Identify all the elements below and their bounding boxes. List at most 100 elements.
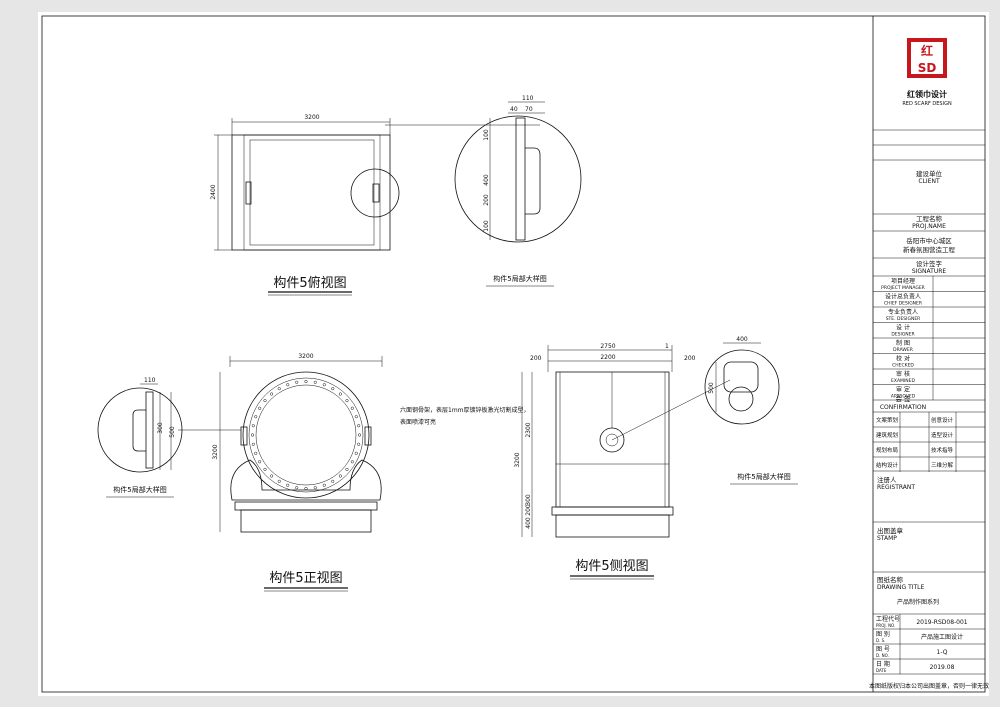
confirm-cell: 创意设计 bbox=[931, 416, 954, 424]
top-detail-dim-1: 40 bbox=[510, 106, 518, 113]
top-view-title: 构件5俯视图 bbox=[273, 275, 346, 291]
client-label-en: CLIENT bbox=[918, 178, 940, 185]
side-dim-left-0: 2300 bbox=[525, 422, 532, 437]
bolt-hole bbox=[277, 479, 281, 483]
confirm-cell: 造型设计 bbox=[931, 431, 954, 439]
info-row-label-en: DATE bbox=[876, 668, 887, 673]
role-label-cn: 审 核 bbox=[896, 370, 910, 378]
info-row-value: 2019.08 bbox=[930, 664, 955, 671]
bolt-hole bbox=[313, 380, 317, 384]
registrant-label-cn: 注册人 bbox=[877, 475, 897, 484]
bolt-hole bbox=[304, 486, 308, 491]
side-dim-top-3: 2200 bbox=[600, 354, 615, 361]
info-row-label-en: PROJ. NO. bbox=[876, 623, 895, 628]
side-dim-top-4: 1 bbox=[665, 343, 669, 350]
front-detail-dim-1: 300 bbox=[157, 422, 164, 434]
bolt-hole bbox=[322, 383, 326, 387]
registrant-label-en: REGISTRANT bbox=[877, 484, 915, 491]
bolt-hole bbox=[357, 424, 361, 428]
front-view: 3200 3200 六面钢骨架，表层1mm厚镀锌板激光切割成型， 表面喷漆可亮 … bbox=[178, 353, 530, 592]
bolt-hole bbox=[258, 460, 262, 464]
role-label-cn: 审 定 bbox=[896, 386, 910, 394]
side-dim-left-1: 3200 bbox=[514, 452, 521, 467]
info-row-value: 产品施工图设计 bbox=[921, 633, 963, 641]
top-detail-side-2: 200 bbox=[483, 194, 490, 206]
brand-logo: 红 SD 红领巾设计 RED SCARF DESIGN bbox=[902, 38, 952, 107]
confirm-cell: 文案策划 bbox=[876, 416, 898, 424]
bolt-hole bbox=[263, 399, 267, 403]
drawing-title-label-cn: 图纸名称 bbox=[877, 575, 904, 584]
front-detail-title: 构件5局部大样图 bbox=[113, 485, 166, 494]
bolt-hole bbox=[254, 451, 258, 455]
front-bolt-ring bbox=[250, 379, 362, 491]
role-label-cn: 校 对 bbox=[896, 355, 910, 363]
front-view-title: 构件5正视图 bbox=[269, 571, 342, 586]
side-detail-title: 构件5局部大样图 bbox=[737, 472, 790, 481]
info-row-label-cn: 图 别 bbox=[876, 630, 890, 638]
top-detail-side-3: 100 bbox=[483, 220, 490, 232]
project-label-en: PROJ.NAME bbox=[912, 223, 946, 230]
bolt-hole bbox=[350, 406, 354, 410]
info-row-label-cn: 日 期 bbox=[876, 660, 890, 668]
role-label-en: DRAWER bbox=[893, 347, 913, 353]
confirm-cell: 三维分解 bbox=[931, 461, 954, 469]
bolt-hole bbox=[304, 379, 308, 384]
front-detail-dim-2: 500 bbox=[169, 426, 176, 438]
front-note-2: 表面喷漆可亮 bbox=[400, 418, 436, 426]
project-label-cn: 工程名称 bbox=[916, 214, 943, 223]
bolt-hole bbox=[338, 474, 342, 478]
info-row-value: 1-Q bbox=[937, 649, 948, 656]
signature-label-cn: 设计签字 bbox=[916, 259, 943, 268]
bolt-hole bbox=[345, 467, 349, 471]
bolt-hole bbox=[354, 415, 358, 419]
side-dim-left-3: 400 bbox=[525, 517, 532, 529]
confirm-cell: 规划布局 bbox=[876, 446, 898, 454]
bolt-hole bbox=[251, 424, 255, 428]
bolt-hole bbox=[254, 415, 258, 419]
info-row-label-cn: 工程代号 bbox=[876, 615, 900, 623]
drawing-border bbox=[41, 15, 986, 693]
bolt-hole bbox=[331, 479, 335, 483]
role-label-cn: 制 图 bbox=[896, 339, 910, 347]
footer-note: 本图纸版权归本公司出图盖章，否则一律无效 bbox=[869, 682, 989, 690]
title-block: 红 SD 红领巾设计 RED SCARF DESIGN 建设单位 CLIENT … bbox=[869, 16, 989, 692]
side-dim-top-1: 2750 bbox=[600, 343, 615, 350]
top-detail-view: 110 40 70 100 400 200 100 构件5局部大样图 bbox=[454, 95, 582, 287]
drawing-title-label-en: DRAWING TITLE bbox=[877, 584, 925, 591]
bolt-hole bbox=[295, 380, 299, 384]
role-label-en: CHIEF DESIGNER bbox=[884, 301, 922, 307]
confirm-grid: 文案策划创意设计建筑规划造型设计规划布局技术指导结构设计三维分解 bbox=[873, 411, 985, 472]
top-detail-side-1: 400 bbox=[483, 174, 490, 186]
bolt-hole bbox=[295, 486, 299, 490]
paper bbox=[38, 12, 989, 696]
logo-glyph: 红 bbox=[921, 43, 933, 58]
bolt-hole bbox=[277, 387, 281, 391]
side-view-title: 构件5侧视图 bbox=[575, 559, 648, 574]
front-note-1: 六面钢骨架，表层1mm厚镀锌板激光切割成型， bbox=[400, 406, 530, 414]
side-detail-dim-0: 400 bbox=[736, 336, 748, 343]
stamp-label-en: STAMP bbox=[877, 535, 897, 542]
logo-mark: SD bbox=[918, 61, 937, 75]
top-detail-side-0: 100 bbox=[483, 129, 490, 141]
side-dim-top-5: 200 bbox=[684, 355, 696, 362]
role-label-en: EXAMINED bbox=[891, 378, 915, 384]
bolt-hole bbox=[250, 433, 255, 437]
bolt-hole bbox=[286, 483, 290, 487]
bolt-hole bbox=[322, 483, 326, 487]
info-row-label-en: D. S. bbox=[876, 638, 885, 643]
side-view: 200 2750 2200 1 200 2300 3200 300 400 20… bbox=[514, 343, 731, 580]
top-detail-dim-0: 110 bbox=[522, 95, 534, 102]
bolt-hole bbox=[331, 387, 335, 391]
role-label-cn: 专业负责人 bbox=[888, 308, 918, 316]
info-row-label-en: D. NO. bbox=[876, 653, 889, 658]
client-label-cn: 建设单位 bbox=[916, 169, 943, 178]
top-view: 3200 2400 构件5俯视图 bbox=[210, 114, 540, 296]
stamp-label-cn: 出图盖章 bbox=[877, 526, 904, 535]
confirm-cell: 技术指导 bbox=[931, 446, 954, 454]
brand-name-en: RED SCARF DESIGN bbox=[902, 101, 952, 107]
confirm-cell: 结构设计 bbox=[876, 461, 899, 469]
bolt-hole bbox=[270, 474, 274, 478]
side-dim-left-4: 200 bbox=[525, 504, 532, 516]
